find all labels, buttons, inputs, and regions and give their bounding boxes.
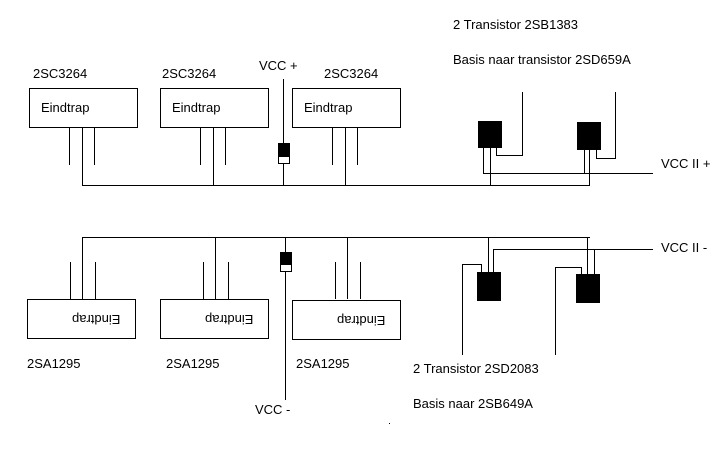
amp-label: Eindtrap [41, 100, 90, 115]
driver-note-bottom: Basis naar 2SB649A [413, 396, 533, 411]
amp-block-bottom-2: Eindtrap [160, 299, 269, 339]
amp-label: Eindtrap [72, 312, 121, 327]
transistor-2sd2083-a [477, 272, 501, 301]
amp-block-top-2: Eindtrap [160, 88, 269, 128]
driver-note-top: Basis naar transistor 2SD659A [453, 52, 631, 67]
amp-label: Eindtrap [172, 100, 221, 115]
amp-block-bottom-3: Eindtrap [292, 300, 401, 340]
driver-title-top: 2 Transistor 2SB1383 [453, 17, 579, 32]
vcc-minus-label: VCC - [255, 402, 291, 417]
part-label-bottom-2: 2SA1295 [166, 356, 220, 371]
transistor-2sd2083-b [576, 274, 600, 303]
part-label-top-3: 2SC3264 [324, 66, 379, 81]
diode-bottom [280, 252, 292, 264]
amp-label: Eindtrap [205, 312, 254, 327]
vcc2-minus-label: VCC II - [661, 240, 708, 255]
vcc-plus-label: VCC + [259, 58, 298, 73]
vcc2-plus-label: VCC II + [661, 156, 711, 171]
transistor-2sb1383-a [478, 121, 502, 148]
part-label-bottom-3: 2SA1295 [296, 356, 350, 371]
amp-block-top-3: Eindtrap [292, 88, 401, 128]
diode-top [278, 143, 290, 157]
driver-title-bottom: 2 Transistor 2SD2083 [413, 361, 539, 376]
amp-block-bottom-1: Eindtrap [27, 299, 136, 339]
part-label-top-1: 2SC3264 [33, 66, 88, 81]
amp-label: Eindtrap [337, 313, 386, 328]
part-label-top-2: 2SC3264 [162, 66, 217, 81]
transistor-2sb1383-b [577, 122, 601, 150]
part-label-bottom-1: 2SA1295 [27, 356, 81, 371]
amp-label: Eindtrap [304, 100, 353, 115]
amp-block-top-1: Eindtrap [29, 88, 138, 128]
